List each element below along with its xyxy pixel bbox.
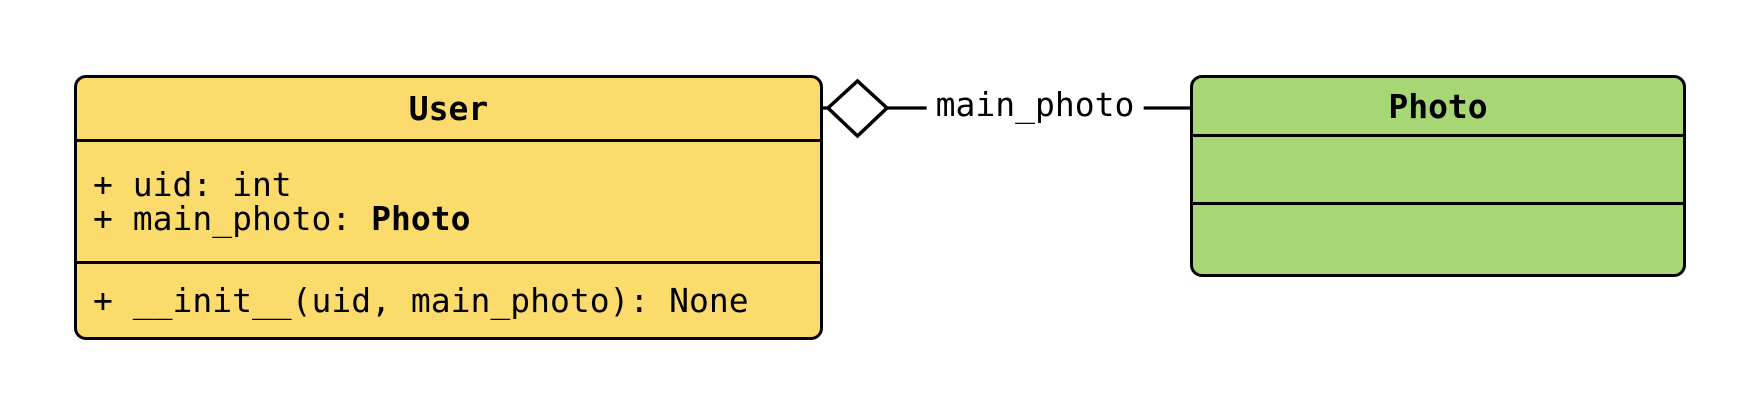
method-line: + __init__(uid, main_photo): None — [93, 280, 820, 320]
class-photo-title: Photo — [1193, 78, 1683, 137]
class-photo-methods — [1193, 205, 1683, 274]
attribute-text: + uid: int — [93, 164, 292, 204]
class-photo-attributes — [1193, 137, 1683, 205]
attribute-line: + uid: int — [93, 164, 820, 204]
method-text: + __init__(uid, main_photo): None — [93, 280, 749, 320]
attribute-line: + main_photo: Photo — [93, 198, 820, 238]
relationship-label: main_photo — [926, 85, 1144, 125]
class-user-title: User — [77, 78, 820, 142]
class-box-user: User + uid: int + main_photo: Photo + __… — [74, 75, 823, 340]
class-box-photo: Photo — [1190, 75, 1686, 277]
attribute-text: + main_photo: — [93, 198, 372, 238]
class-user-methods: + __init__(uid, main_photo): None — [77, 264, 820, 337]
aggregation-diamond-icon — [825, 78, 890, 139]
class-user-attributes: + uid: int + main_photo: Photo — [77, 142, 820, 264]
attribute-type-bold: Photo — [371, 198, 471, 238]
